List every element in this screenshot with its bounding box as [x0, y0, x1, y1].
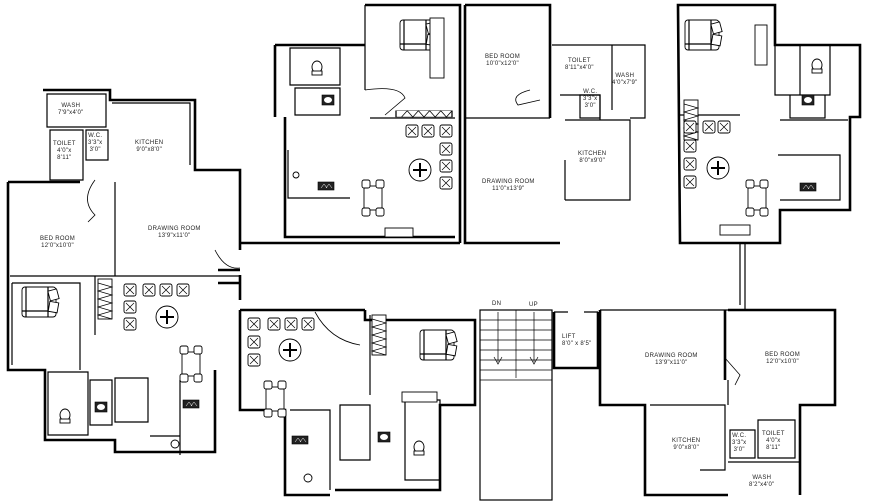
flat-south-middle	[238, 308, 477, 497]
flat-south-east	[598, 308, 837, 497]
corridor	[218, 241, 746, 311]
flat-west	[6, 88, 242, 455]
stair-dn-label: DN	[492, 301, 502, 307]
stair-up-label: UP	[529, 302, 538, 308]
flat-north-centre	[273, 3, 646, 245]
flat-north-east	[676, 3, 862, 245]
lift-shaft	[552, 311, 600, 370]
stair-core	[479, 309, 553, 501]
